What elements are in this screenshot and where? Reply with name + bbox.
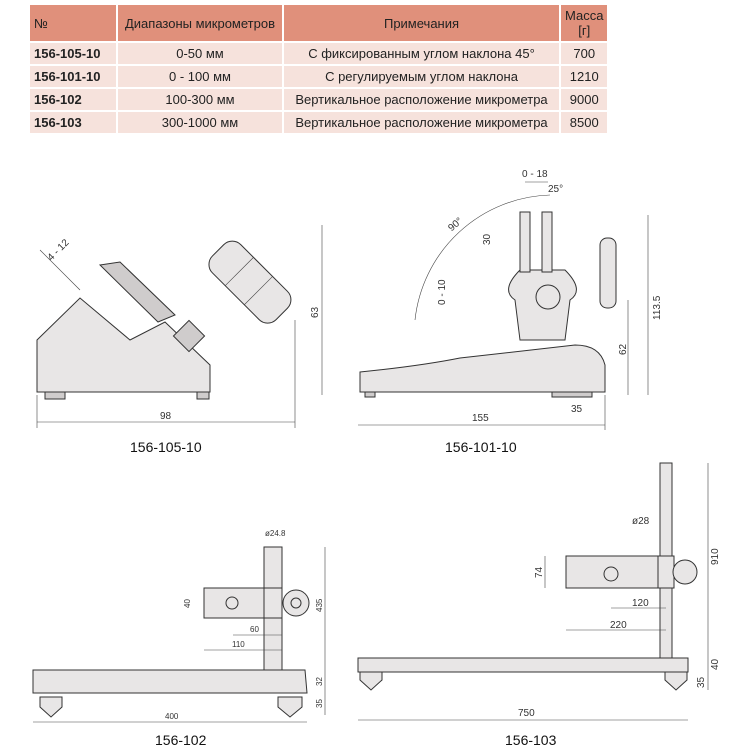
- specs-table: № Диапазоны микрометров Примечания Масса…: [30, 5, 610, 133]
- dim-label: ø28: [632, 516, 650, 527]
- dim-label: 32: [315, 677, 324, 686]
- dim-label: 63: [310, 306, 321, 318]
- dim-label: 120: [632, 598, 649, 609]
- caption: 156-105-10: [130, 439, 202, 455]
- dim-label: 910: [710, 548, 721, 565]
- drawing-156-105-10: 4 - 12 63 98 156-105-10: [36, 225, 323, 455]
- dim-label: 40: [710, 658, 721, 670]
- dim-label: 435: [315, 598, 324, 612]
- dim-label: 35: [571, 404, 583, 415]
- dim-label: 220: [610, 620, 627, 631]
- dim-label: 155: [472, 413, 489, 424]
- header-code: №: [30, 5, 118, 42]
- dim-label: 40: [183, 599, 192, 608]
- header-note: Примечания: [283, 5, 561, 42]
- dim-label: 110: [232, 640, 245, 649]
- dim-label: 60: [250, 625, 259, 634]
- drawing-156-102: ø24.8 40 435 60 110 32 35 400 156-102: [32, 529, 326, 748]
- header-range: Диапазоны микрометров: [117, 5, 284, 42]
- caption: 156-103: [505, 732, 557, 748]
- dim-label: ø24.8: [265, 529, 286, 538]
- dim-label: 0 - 10: [437, 279, 448, 305]
- dim-label: 35: [315, 699, 324, 708]
- dim-label: 400: [165, 712, 179, 721]
- dim-label: 62: [618, 343, 629, 355]
- dim-label: 25°: [548, 184, 563, 195]
- caption: 156-102: [155, 732, 207, 748]
- dim-label: 0 - 18: [522, 169, 548, 180]
- drawing-156-101-10: 0 - 18 25° 90° 30 0 - 10 113.5 62 35 155…: [358, 169, 663, 455]
- header-mass: Масса [г]: [560, 5, 610, 42]
- dim-label: 90°: [446, 216, 465, 234]
- dim-label: 4 - 12: [46, 237, 72, 263]
- drawing-156-103: ø28 74 910 120 220 40 35 750 156-103: [357, 462, 721, 748]
- dim-label: 98: [160, 411, 172, 422]
- dim-label: 750: [518, 708, 535, 719]
- dim-label: 35: [696, 676, 707, 688]
- dim-label: 30: [482, 233, 493, 245]
- dim-label: 74: [534, 566, 545, 578]
- dim-label: 113.5: [652, 295, 663, 320]
- caption: 156-101-10: [445, 439, 517, 455]
